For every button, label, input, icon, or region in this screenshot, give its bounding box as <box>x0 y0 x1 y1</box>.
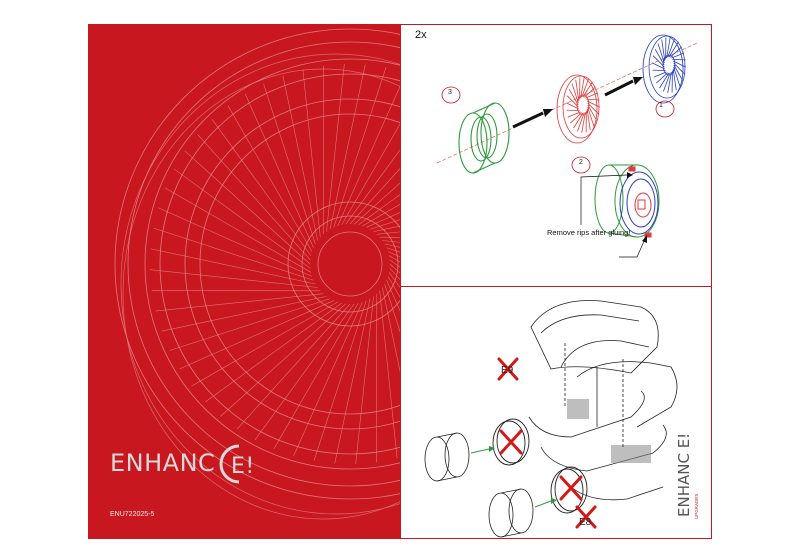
part-label-e8: Ε8 <box>579 517 592 528</box>
part-label-1: 1 <box>659 102 663 109</box>
quantity-label: 2x <box>415 29 427 41</box>
part-label-3: 3 <box>448 89 452 96</box>
red-spoke-wheel-icon <box>556 74 600 144</box>
logo-e-circle-icon: E! <box>219 444 255 484</box>
vertical-brand-logo: ENHANC E! UPGRADES <box>669 433 709 537</box>
blue-spoke-wheel-icon <box>642 34 686 104</box>
logo-text: ENHANC <box>110 449 216 477</box>
wheel-assembly-diagram: 3 2 1 <box>436 34 698 258</box>
green-rim-icon <box>458 102 510 174</box>
product-code: ENU722025-5 <box>110 511 155 518</box>
cross-mark-icon <box>497 357 597 529</box>
cover-panel: ENHANC E! ENU722025-5 <box>88 24 400 539</box>
brand-logo: ENHANC E! <box>110 442 269 486</box>
assembly-step-fenders: Ε9 Ε8 ENHANC E! UPGRADES <box>400 286 712 539</box>
vertical-brand-text: ENHANC E! <box>675 432 693 517</box>
assembly-step-wheels: 2x <box>400 24 712 287</box>
hub-cap-icon <box>424 432 534 538</box>
logo-e: E! <box>231 454 255 479</box>
glue-instruction-note: Remove rips after gluing! <box>547 228 631 237</box>
wheel-outline-icon <box>114 28 400 520</box>
assembled-wheel-icon <box>594 164 660 238</box>
vertical-brand-sub: UPGRADES <box>694 493 699 519</box>
part-label-e9: Ε9 <box>501 365 514 376</box>
part-label-2: 2 <box>579 159 583 166</box>
fender-assembly-diagram: Ε9 Ε8 <box>424 300 678 538</box>
instruction-page: ENHANC E! ENU722025-5 2x <box>88 24 712 539</box>
